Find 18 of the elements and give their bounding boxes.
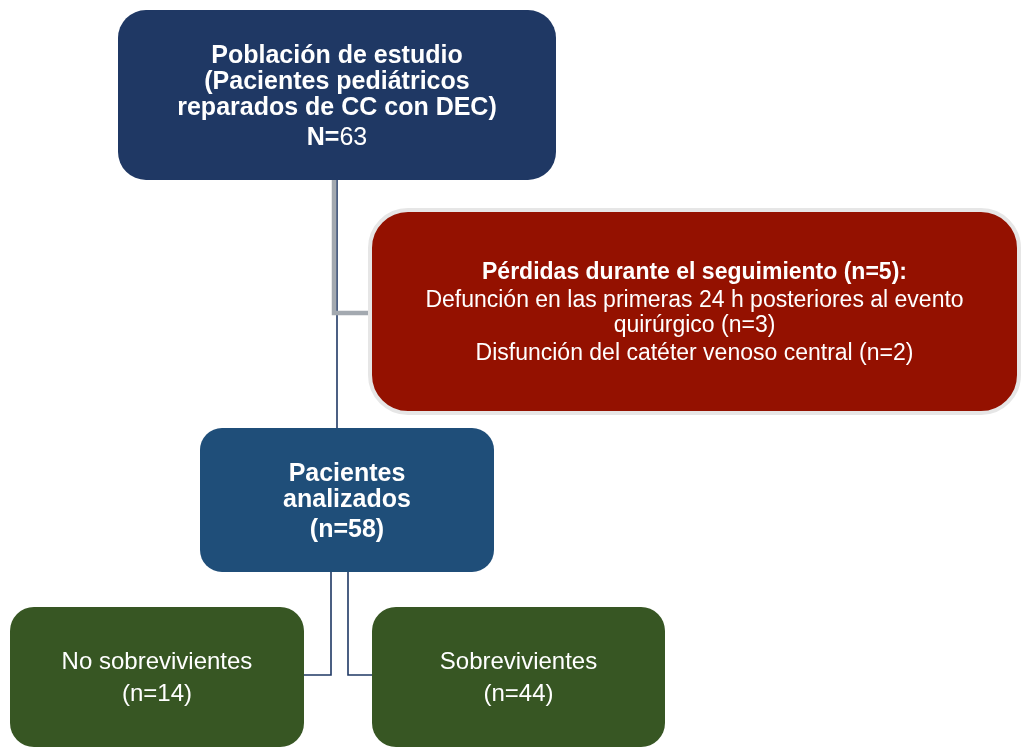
heading-text: Pacientes analizados: [282, 458, 412, 512]
body-text: Defunción en las primeras 24 h posteriores al evento quirúrgico (n=3): [424, 287, 965, 336]
connector-line: [347, 571, 373, 676]
flow-box: [10, 607, 304, 747]
body-text: Disfunción del catéter venoso central (n=2): [475, 339, 914, 364]
connector-line: [331, 180, 368, 316]
label-text: Sobrevivientes (n=44): [438, 645, 599, 708]
heading-text: Población de estudio (Pacientes pediátricos reparados de CC con DEC): [176, 40, 498, 120]
flow-box: [368, 208, 1021, 415]
connector-line: [336, 179, 338, 429]
heading-text: Pérdidas durante el seguimiento (n=5):: [482, 259, 907, 284]
connector-line: [303, 571, 332, 676]
count-text: (n=58): [309, 515, 385, 542]
count-text: N=63: [306, 123, 368, 150]
flow-box: [200, 428, 494, 572]
flow-box: [118, 10, 556, 180]
label-text: No sobrevivientes (n=14): [60, 645, 254, 708]
flow-box: [372, 607, 665, 747]
